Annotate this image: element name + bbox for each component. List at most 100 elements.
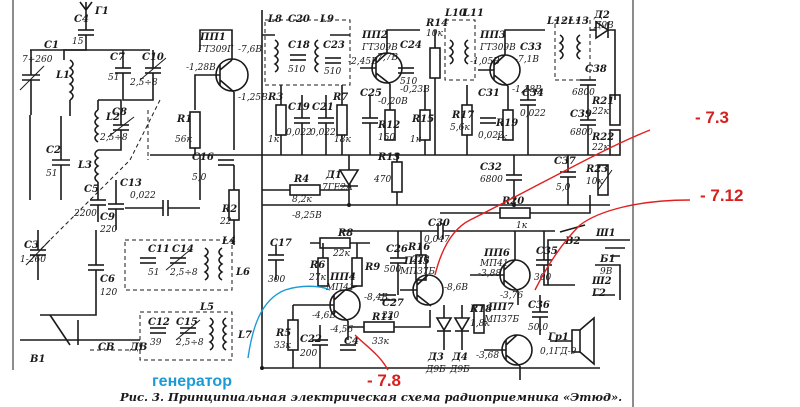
label-d3: Д3 (427, 352, 444, 363)
label-c7: C7 (110, 52, 125, 63)
coil-l6 (218, 247, 224, 281)
label-c35: C35 (536, 246, 558, 257)
label-d1: Д1 (325, 170, 342, 181)
label-r14-value: 10к (426, 29, 443, 39)
label-c23: C23 (323, 40, 345, 51)
label-c2: C2 (46, 145, 61, 156)
resistor-r14 (429, 47, 441, 79)
label-gr1-type: 0,1ГД-9 (540, 347, 577, 357)
label-c37-value: 5,0 (556, 183, 571, 193)
label-g1: Г1 (94, 6, 109, 17)
label-r17-value: 5,6к (450, 123, 470, 133)
label-c30: C30 (428, 218, 450, 229)
label-c4: C4 (74, 14, 89, 25)
label-c34: C34 (522, 88, 544, 99)
label-pp6: ПП6 (483, 248, 510, 259)
label-r2-value: 22 (219, 217, 232, 227)
resistor-r3 (275, 104, 287, 136)
resistor-r12 (384, 109, 396, 141)
label-c24: C24 (400, 40, 422, 51)
resistor-r8 (319, 237, 351, 249)
label-r18-value: 1,8к (470, 319, 490, 329)
input-section (19, 1, 167, 351)
label-c18-value: 510 (288, 65, 305, 75)
label-l2: L2 (105, 112, 120, 123)
oscillator-sv-block (124, 239, 233, 291)
label-c3-value: 1-260 (20, 255, 46, 265)
label-c10: C10 (142, 52, 164, 63)
label-c32: C32 (480, 162, 502, 173)
label-r21-value: 22к (591, 107, 609, 117)
antenna-symbol (79, 1, 93, 14)
label-c5: C5 (84, 184, 99, 195)
label-r17: R17 (451, 110, 474, 121)
diode-d3 (435, 317, 453, 332)
label-sh2: Ш2 (591, 276, 612, 287)
coil-l7 (222, 317, 228, 351)
label-l13: L13 (567, 16, 589, 27)
label-c31-value: 0,022 (478, 131, 504, 141)
label-sv: СВ (98, 342, 114, 353)
label-c21-value: 0,022 (310, 128, 336, 138)
label-b2: B2 (564, 236, 580, 247)
coil-l12 (558, 34, 564, 60)
label-c11-value: 51 (148, 268, 159, 278)
label-l11: L11 (462, 8, 484, 19)
label-c20: C20 (288, 14, 310, 25)
label-c17-value: 300 (268, 275, 285, 285)
label-d4-type: Д9Б (449, 365, 470, 375)
label-c34-value: 0,022 (520, 109, 546, 119)
resistor-r7 (336, 104, 348, 136)
coil-l10 (448, 39, 454, 65)
label-pp1-type: ГТ309Г (197, 45, 234, 55)
label-pp1-v1: -7,6В (238, 45, 262, 55)
label-pp3-v2: -7,1В (515, 55, 539, 65)
label-r12-value: 150 (378, 133, 395, 143)
label-pp2: ПП2 (361, 30, 388, 41)
label-battery-voltage: 9В (600, 267, 613, 277)
label-c38: C38 (585, 64, 607, 75)
label-r16-value: 220 (411, 255, 429, 265)
label-r4-value: 8,2к (292, 195, 312, 205)
figure-caption: Рис. 3. Принципиальная электрическая схе… (119, 390, 622, 404)
label-r19-value: 1к (496, 133, 508, 143)
label-d3-type: Д9Б (425, 365, 446, 375)
coil-l11 (464, 39, 470, 65)
label-c19-value: 0,022 (286, 128, 312, 138)
coil-l3 (94, 149, 100, 183)
label-c35-value: 300 (534, 273, 551, 283)
label-c19: C19 (288, 102, 310, 113)
label-c24-value: 510 (400, 77, 417, 87)
label-v4-6: -4,6В (312, 311, 336, 321)
resistor-r11 (363, 321, 395, 333)
label-r1: R1 (176, 114, 192, 125)
label-r11: R11 (371, 312, 394, 323)
label-pp2-v3: -0,23В (400, 85, 430, 95)
label-c36-value: 50,0 (528, 323, 548, 333)
label-r5: R5 (275, 328, 291, 339)
label-c16: C16 (192, 152, 214, 163)
label-d1-type: 7ГЕ2А (322, 183, 353, 193)
label-c38-value: 6800 (572, 88, 595, 98)
resistor-r21 (609, 94, 621, 126)
label-l1: L1 (55, 70, 70, 81)
label-gr1: Гр1 (547, 332, 569, 343)
label-pp1: ПП1 (199, 32, 226, 43)
label-r15-value: 1к (410, 135, 422, 145)
annotation-v1: - 7.3 (695, 108, 729, 127)
label-c27-value: 220 (381, 311, 399, 321)
label-c4-value: 15 (72, 37, 84, 47)
label-c2-value: 51 (46, 169, 57, 179)
label-r3-value: 1к (268, 135, 280, 145)
label-b1: B1 (29, 354, 45, 365)
label-c1-value: 7÷260 (22, 55, 53, 65)
label-v8-6: -8,6В (444, 283, 468, 293)
component-labels: C4 Г1 15 C1 7÷260 C7 51 C10 2,5÷8 L1 L2 … (20, 6, 616, 375)
label-r5-value: 33к (274, 341, 291, 351)
label-c9-value: 220 (99, 225, 117, 235)
mixer-pp1 (108, 29, 610, 361)
label-r8-value: 22к (332, 249, 350, 259)
label-c26-value: 500 (384, 265, 401, 275)
label-c12-value: 39 (150, 338, 162, 348)
